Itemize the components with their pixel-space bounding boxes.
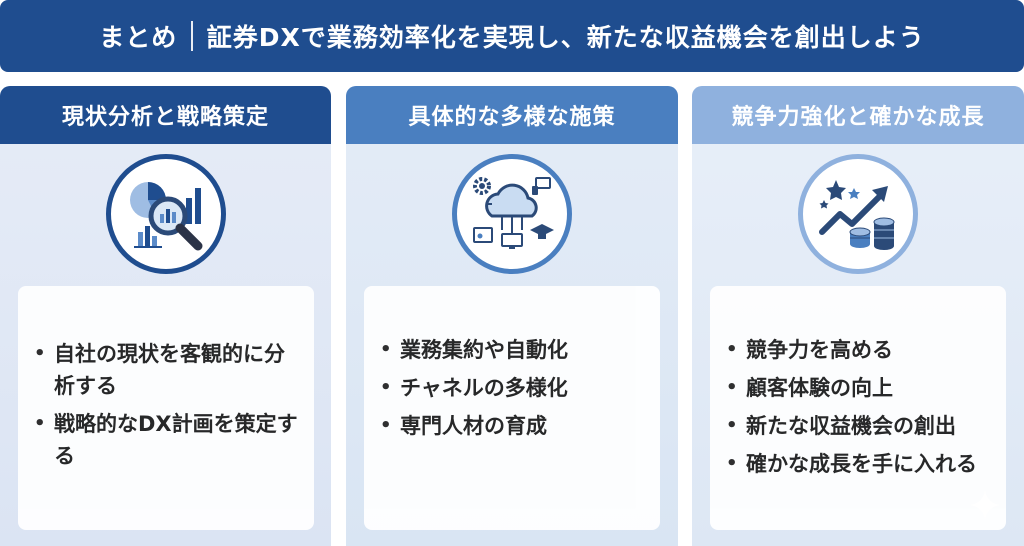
list-item: 顧客体験の向上 [724,372,992,404]
list-item: チャネルの多様化 [378,372,646,404]
magnifier-chart-icon [105,154,226,274]
summary-banner: まとめ 証券DXで業務効率化を実現し、新たな収益機会を創出しよう [0,0,1024,72]
column-card: 競争力を高める 顧客体験の向上 新たな収益機会の創出 確かな成長を手に入れる [710,286,1006,530]
banner-title: 証券DXで業務効率化を実現し、新たな収益機会を創出しよう [206,23,925,52]
item-list: 自社の現状を客観的に分析する 戦略的なDX計画を策定する [32,338,300,472]
list-item: 戦略的なDX計画を策定する [32,408,300,472]
banner-separator [191,21,193,51]
column-card: 自社の現状を客観的に分析する 戦略的なDX計画を策定する [18,286,314,530]
banner-label: まとめ [99,23,178,52]
column-growth: 競争力強化と確かな成長 競争力を高める 顧客体験の向上 新たな収益機会の創出 [692,86,1024,546]
list-item: 競争力を高める [724,334,992,366]
item-list: 競争力を高める 顧客体験の向上 新たな収益機会の創出 確かな成長を手に入れる [724,334,992,480]
column-analysis-strategy: 現状分析と戦略策定 自社の現状を客観的に分析する 戦略的なDX [0,86,331,546]
column-initiatives: 具体的な多様な施策 業務集約や自 [346,86,678,546]
growth-chart-icon [798,154,918,274]
column-header: 具体的な多様な施策 [346,86,678,144]
cloud-network-icon [452,154,572,274]
sparkle-icon [968,488,1002,526]
list-item: 確かな成長を手に入れる [724,448,992,480]
item-list: 業務集約や自動化 チャネルの多様化 専門人材の育成 [378,334,646,442]
list-item: 専門人材の育成 [378,410,646,442]
column-header: 競争力強化と確かな成長 [692,86,1024,144]
list-item: 自社の現状を客観的に分析する [32,338,300,402]
list-item: 新たな収益機会の創出 [724,410,992,442]
column-card: 業務集約や自動化 チャネルの多様化 専門人材の育成 [364,286,660,530]
column-header: 現状分析と戦略策定 [0,86,331,144]
list-item: 業務集約や自動化 [378,334,646,366]
